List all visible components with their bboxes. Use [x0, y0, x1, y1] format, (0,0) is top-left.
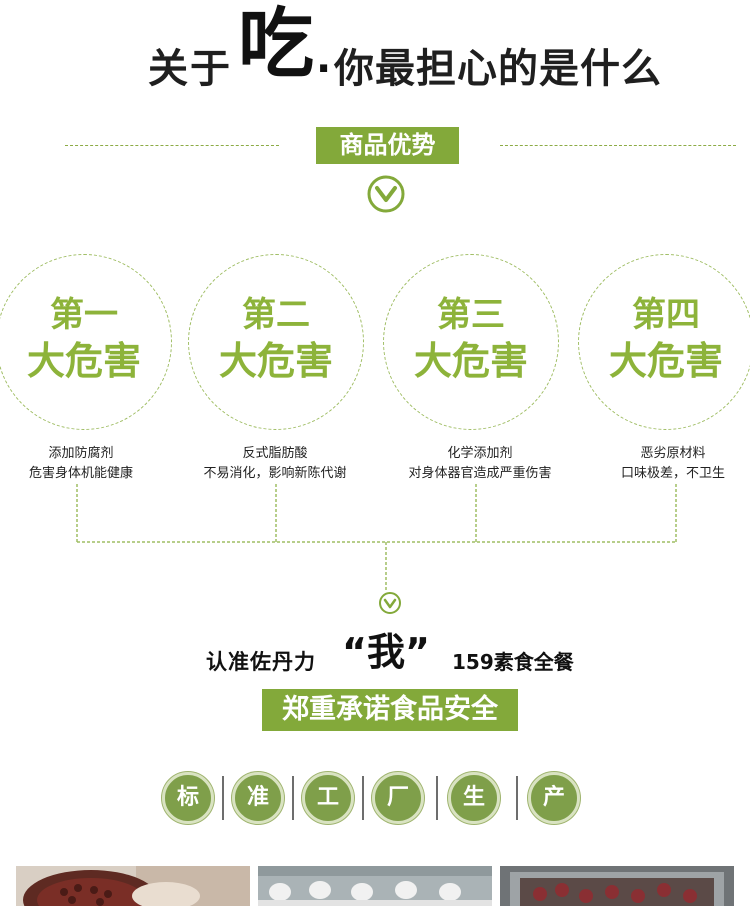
separator	[436, 776, 438, 820]
photo-production-tray	[500, 866, 734, 906]
hazard-subtitle: 大危害	[26, 339, 141, 383]
promise-tail: 159素食全餐	[452, 650, 574, 674]
hazard-desc-1: 添加防腐剂 危害身体机能健康	[0, 444, 162, 484]
chevron-down-icon	[366, 174, 406, 214]
headline-prefix: 关于	[148, 46, 232, 92]
separator	[362, 776, 364, 820]
hazard-title: 第一	[50, 295, 118, 335]
hazard-desc-4: 恶劣原材料 口味极差，不卫生	[598, 444, 748, 484]
hazard-subtitle: 大危害	[218, 339, 333, 383]
hazard-title: 第二	[242, 295, 310, 335]
hazard-circle-2: 第二 大危害	[188, 254, 364, 430]
separator	[516, 776, 518, 820]
separator	[222, 776, 224, 820]
hazard-desc-line: 化学添加剂	[447, 446, 513, 461]
hazard-desc-line: 口味极差，不卫生	[620, 466, 725, 481]
standard-badge: 厂	[372, 772, 424, 824]
photo-factory-workers	[258, 866, 492, 906]
headline-suffix: 你最担心的是什么	[334, 46, 662, 92]
standard-badge: 生	[448, 772, 500, 824]
hazard-desc-line: 危害身体机能健康	[28, 466, 133, 481]
photo-red-beans	[16, 866, 250, 906]
hazard-circle-4: 第四 大危害	[578, 254, 750, 430]
divider-right	[500, 145, 736, 146]
hazard-title: 第四	[632, 295, 700, 335]
hazard-desc-line: 反式脂肪酸	[242, 446, 308, 461]
hazard-subtitle: 大危害	[608, 339, 723, 383]
hazard-circle-3: 第三 大危害	[383, 254, 559, 430]
hazard-desc-line: 添加防腐剂	[48, 446, 114, 461]
connector-lines	[76, 484, 677, 590]
headline-dot: .	[316, 36, 332, 82]
promise-quote: “我”	[342, 630, 430, 674]
promise-lead: 认准佐丹力	[206, 650, 316, 674]
hazard-subtitle: 大危害	[413, 339, 528, 383]
standard-badge: 标	[162, 772, 214, 824]
advantage-tag: 商品优势	[316, 127, 459, 164]
hazard-circle-1: 第一 大危害	[0, 254, 172, 430]
hazard-desc-line: 对身体器官造成严重伤害	[408, 466, 552, 481]
hazard-title: 第三	[437, 295, 505, 335]
chevron-down-icon	[378, 591, 402, 615]
divider-left	[65, 145, 279, 146]
standard-badge: 产	[528, 772, 580, 824]
standard-badge: 工	[302, 772, 354, 824]
hazard-desc-line: 不易消化，影响新陈代谢	[203, 466, 347, 481]
separator	[292, 776, 294, 820]
headline-big-char: 吃	[238, 0, 314, 88]
hazard-desc-line: 恶劣原材料	[640, 446, 706, 461]
standard-badge: 准	[232, 772, 284, 824]
headline: 关于 吃 . 你最担心的是什么	[0, 0, 750, 100]
promise-banner: 郑重承诺食品安全	[262, 689, 518, 731]
hazard-desc-3: 化学添加剂 对身体器官造成严重伤害	[390, 444, 570, 484]
hazard-desc-2: 反式脂肪酸 不易消化，影响新陈代谢	[185, 444, 365, 484]
